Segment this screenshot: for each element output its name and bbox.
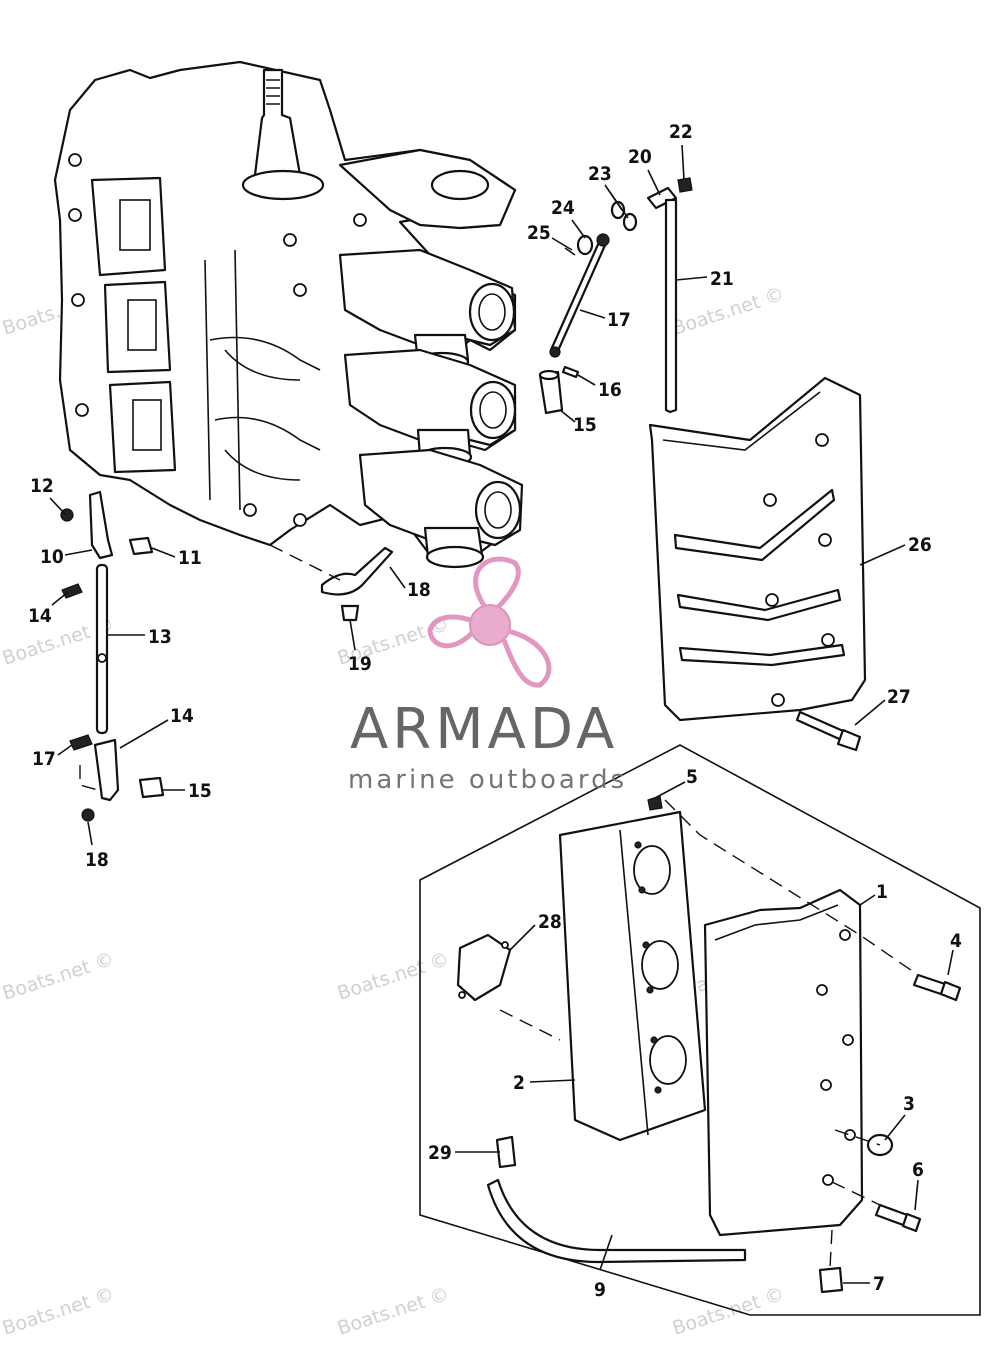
callout-11: 28 <box>538 911 562 933</box>
callout-labels: 12 10 11 14 13 14 17 15 18 18 19 15 16 1… <box>28 121 962 1301</box>
callout-19: 15 <box>573 414 597 436</box>
watermark-text: Boats.net © <box>335 948 452 1005</box>
carburetor-stack <box>338 248 524 569</box>
brand-tagline: marine outboards <box>348 765 627 795</box>
leader-lines <box>49 144 954 1284</box>
callout-24: 22 <box>669 121 693 143</box>
callout-4: 4 <box>950 930 962 952</box>
callout-6: 6 <box>912 1159 924 1181</box>
air-silencer-cover <box>648 376 867 752</box>
carburetor-bottom <box>358 448 524 569</box>
callout-10: 29 <box>428 1142 452 1164</box>
callout-15: 11 <box>178 547 202 569</box>
callout-18: 12 <box>30 475 54 497</box>
callout-22: 20 <box>628 146 652 168</box>
callout-9: 9 <box>594 1279 606 1301</box>
callout-5: 5 <box>686 766 698 788</box>
exploded-inset-panel <box>419 744 981 1316</box>
armada-logo: ARMADA marine outboards <box>348 556 627 795</box>
callout-25: 23 <box>588 163 612 185</box>
watermark-text: Boats.net © <box>670 283 787 340</box>
callout-23: 21 <box>710 268 734 290</box>
callout-29: 27 <box>887 686 911 708</box>
carburetor-top <box>338 248 517 373</box>
callout-17b: 17 <box>32 748 56 770</box>
callout-15b: 15 <box>188 780 212 802</box>
engine-block <box>53 60 522 562</box>
watermark-text: Boats.net © <box>0 948 117 1005</box>
callout-28: 26 <box>908 534 932 556</box>
callout-7: 7 <box>873 1273 885 1295</box>
callout-12: 18 <box>407 579 431 601</box>
callout-3: 3 <box>903 1093 915 1115</box>
watermark-text: Boats.net © <box>0 1283 117 1340</box>
watermark-text: Boats.net © <box>670 1283 787 1340</box>
brand-name: ARMADA <box>350 697 618 762</box>
hose-clamp-assembly <box>269 544 394 622</box>
callout-13: 19 <box>348 653 372 675</box>
callout-26: 24 <box>551 197 575 219</box>
watermark-text: Boats.net © <box>335 1283 452 1340</box>
callout-18b: 18 <box>85 849 109 871</box>
callout-2: 2 <box>513 1072 525 1094</box>
carburetor-middle <box>343 348 517 468</box>
callout-21: 17 <box>607 309 631 331</box>
propeller-icon <box>427 556 552 688</box>
callout-17: 14 <box>28 605 52 627</box>
callout-14b: 14 <box>170 705 194 727</box>
callout-27: 25 <box>527 222 551 244</box>
callout-16: 13 <box>148 626 172 648</box>
callout-20: 16 <box>598 379 622 401</box>
throttle-linkage <box>60 490 165 822</box>
callout-1: 1 <box>876 881 888 903</box>
choke-linkage-parts <box>538 177 693 415</box>
callout-14: 10 <box>40 546 64 568</box>
